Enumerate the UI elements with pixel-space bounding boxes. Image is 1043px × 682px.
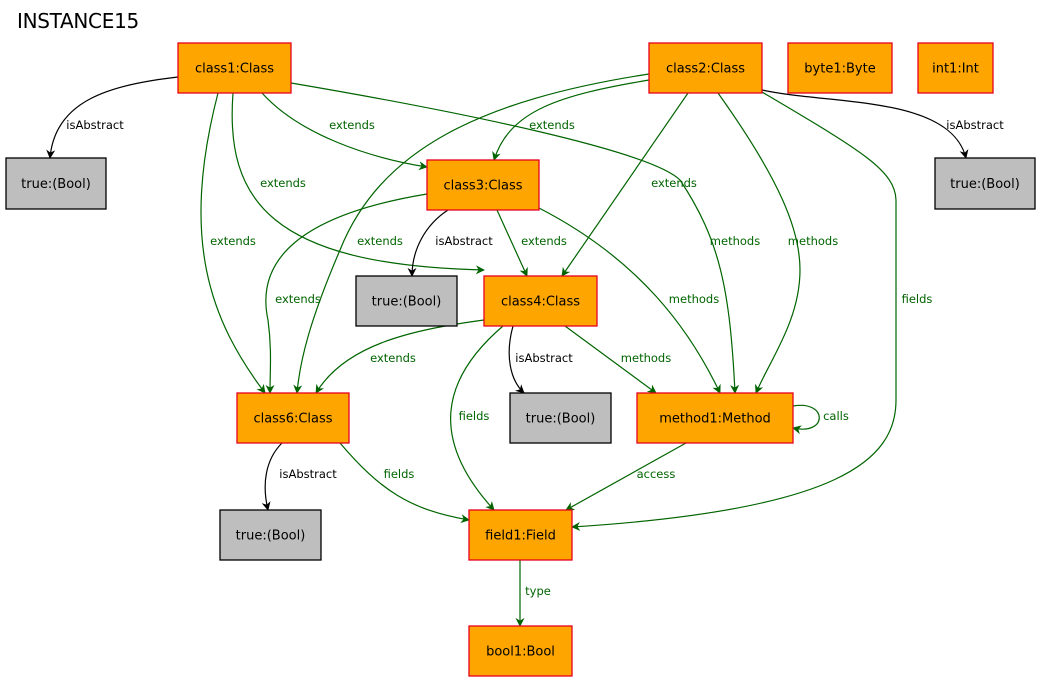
- edge-label-extends: extends: [275, 292, 321, 306]
- node-box: [509, 392, 612, 444]
- edge-label-fields: fields: [384, 467, 415, 481]
- edge-label-fields: fields: [902, 292, 933, 306]
- node-true_c6[interactable]: true:(Bool): [219, 509, 322, 561]
- edge-class3-methods-method1: [538, 207, 721, 394]
- node-label: int1:Int: [932, 62, 979, 77]
- edge-label-extends: extends: [357, 234, 403, 248]
- edge-class3-extends-class4: [496, 209, 528, 277]
- edge-class1-extends-class6: [200, 92, 266, 394]
- edge-label-isAbstract: isAbstract: [435, 234, 493, 248]
- edge-method1-calls-method1: [792, 404, 820, 435]
- edge-label-extends: extends: [651, 176, 697, 190]
- edge-label-isAbstract: isAbstract: [515, 351, 573, 365]
- node-box: [177, 42, 292, 94]
- node-class3[interactable]: class3:Class: [426, 159, 540, 211]
- edge-label-methods: methods: [788, 234, 838, 248]
- edge-class4-isAbstract-true_c4: [508, 325, 525, 394]
- edge-label-extends: extends: [370, 351, 416, 365]
- edge-label-extends: extends: [521, 234, 567, 248]
- edge-class1-methods-method1: [290, 82, 740, 394]
- node-box: [917, 42, 994, 94]
- node-box: [219, 509, 322, 561]
- node-box: [5, 157, 107, 210]
- node-label: true:(Bool): [526, 412, 596, 427]
- node-label: class6:Class: [253, 412, 332, 427]
- edge-class2-methods-method1: [717, 92, 801, 394]
- edge-class4-fields-field1: [450, 325, 504, 511]
- node-byte1[interactable]: byte1:Byte: [787, 42, 893, 94]
- node-box: [648, 42, 763, 94]
- edge-label-isAbstract: isAbstract: [279, 467, 337, 481]
- edge-class1-isAbstract-true_c1: [46, 76, 179, 159]
- node-box: [468, 509, 573, 561]
- node-label: true:(Bool): [21, 177, 91, 192]
- node-class1[interactable]: class1:Class: [177, 42, 292, 94]
- edge-label-extends: extends: [260, 176, 306, 190]
- edge-label-isAbstract: isAbstract: [946, 118, 1004, 132]
- node-box: [636, 392, 794, 444]
- edge-class2-extends-class4: [561, 92, 689, 277]
- node-label: field1:Field: [485, 529, 556, 544]
- node-box: [934, 157, 1036, 210]
- node-box: [468, 625, 573, 677]
- node-class6[interactable]: class6:Class: [236, 392, 350, 444]
- edge-label-extends: extends: [329, 118, 375, 132]
- node-bool1[interactable]: bool1:Bool: [468, 625, 573, 677]
- node-box: [483, 275, 598, 327]
- node-label: true:(Bool): [950, 177, 1020, 192]
- node-class2[interactable]: class2:Class: [648, 42, 763, 94]
- edge-label-extends: extends: [529, 118, 575, 132]
- edge-label-methods: methods: [669, 292, 719, 306]
- node-true_c1[interactable]: true:(Bool): [5, 157, 107, 210]
- node-method1[interactable]: method1:Method: [636, 392, 794, 444]
- node-label: class2:Class: [666, 62, 745, 77]
- edge-label-isAbstract: isAbstract: [66, 118, 124, 132]
- node-label: method1:Method: [659, 412, 771, 427]
- edge-class2-extends-class6: [293, 73, 650, 394]
- page-title: INSTANCE15: [17, 9, 139, 33]
- node-true_c3[interactable]: true:(Bool): [355, 275, 458, 327]
- edge-class2-fields-field1: [571, 91, 897, 531]
- node-box: [787, 42, 893, 94]
- node-label: true:(Bool): [236, 529, 306, 544]
- edge-label-methods: methods: [621, 351, 671, 365]
- edge-label-type: type: [525, 584, 551, 598]
- node-true_c2[interactable]: true:(Bool): [934, 157, 1036, 210]
- edge-class1-extends-class3: [261, 92, 428, 171]
- node-box: [236, 392, 350, 444]
- edge-label-methods: methods: [710, 234, 760, 248]
- node-box: [355, 275, 458, 327]
- edge-label-extends: extends: [210, 234, 256, 248]
- node-label: bool1:Bool: [486, 645, 555, 660]
- node-label: class3:Class: [443, 179, 522, 194]
- node-field1[interactable]: field1:Field: [468, 509, 573, 561]
- edge-class3-isAbstract-true_c3: [407, 209, 449, 277]
- node-true_c4[interactable]: true:(Bool): [509, 392, 612, 444]
- edge-class2-extends-class3: [492, 79, 650, 161]
- edge-class1-extends-class4: [231, 92, 485, 275]
- edge-class6-isAbstract-true_c6: [261, 442, 283, 511]
- node-class4[interactable]: class4:Class: [483, 275, 598, 327]
- node-label: true:(Bool): [372, 295, 442, 310]
- node-label: byte1:Byte: [804, 62, 875, 77]
- edge-label-calls: calls: [823, 409, 849, 423]
- node-label: class1:Class: [195, 62, 274, 77]
- edge-label-fields: fields: [459, 409, 490, 423]
- edge-class2-isAbstract-true_c2: [761, 89, 969, 159]
- edge-method1-access-field1: [565, 442, 687, 511]
- edge-class6-fields-field1: [339, 442, 470, 524]
- node-label: class4:Class: [501, 295, 580, 310]
- node-int1[interactable]: int1:Int: [917, 42, 994, 94]
- edge-class4-methods-method1: [564, 325, 657, 394]
- edge-class3-extends-class6: [265, 193, 428, 394]
- node-box: [426, 159, 540, 211]
- edge-label-access: access: [637, 467, 676, 481]
